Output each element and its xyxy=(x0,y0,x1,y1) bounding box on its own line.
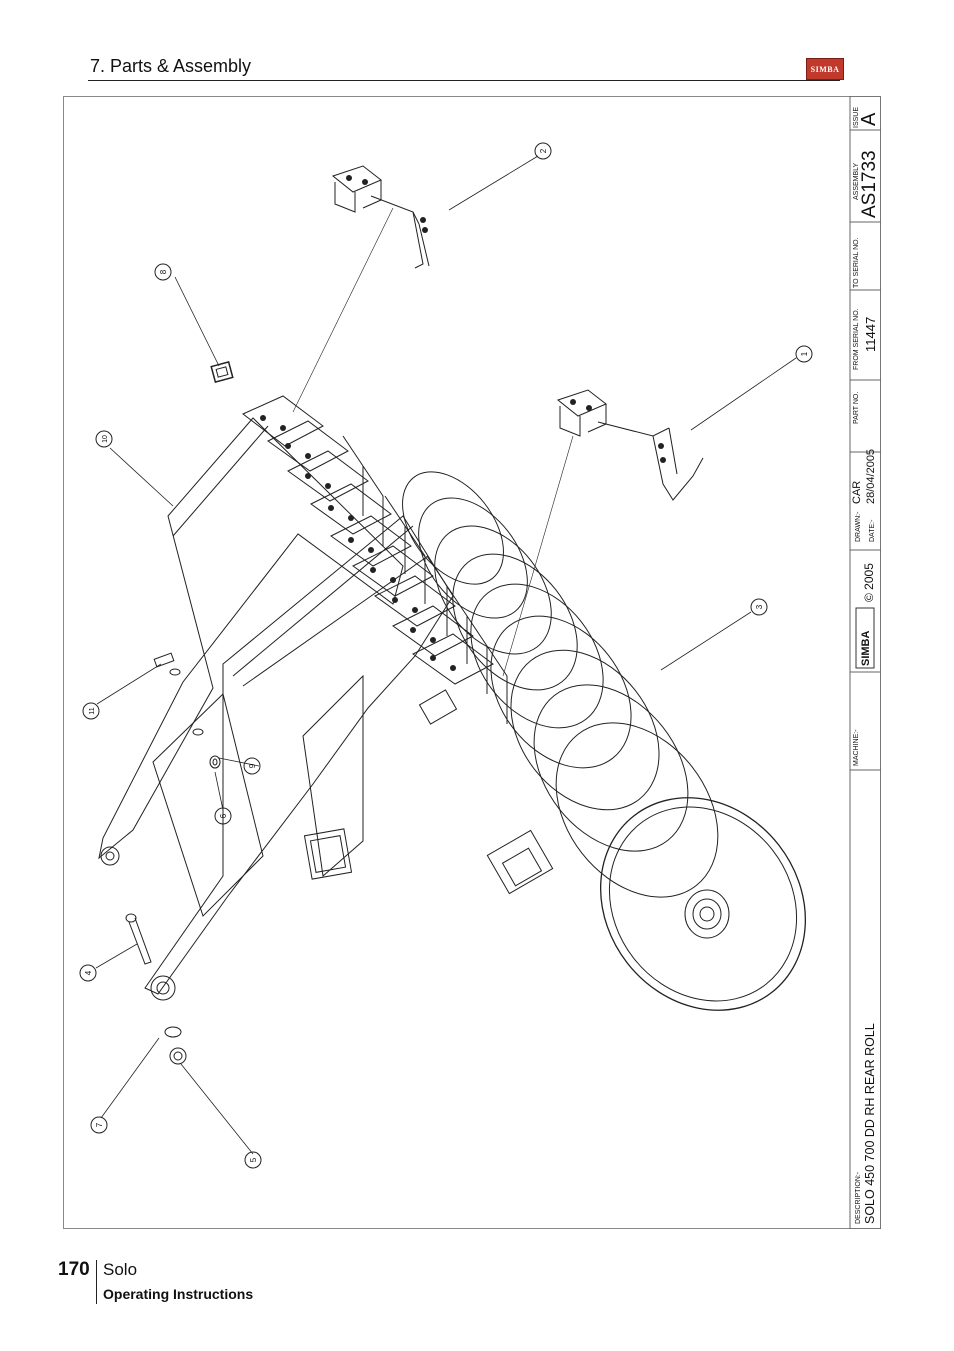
description-label: DESCRIPTION:- xyxy=(855,1171,862,1224)
bolt-part-4 xyxy=(125,913,152,965)
assembly-label: ASSEMBLY xyxy=(853,162,860,200)
svg-text:2: 2 xyxy=(539,148,548,153)
svg-text:6: 6 xyxy=(219,813,228,818)
part-no-label: PART NO. xyxy=(853,392,860,424)
assembly-drawing: ISSUE A ASSEMBLY AS1733 TO SERIAL NO. FR… xyxy=(79,96,881,1229)
footer-product: Solo xyxy=(103,1260,138,1279)
callout-8: 8 xyxy=(154,263,172,281)
washer-nut-parts xyxy=(164,1026,187,1065)
svg-text:7: 7 xyxy=(95,1122,104,1127)
scraper-assembly-2 xyxy=(331,165,430,269)
issue-label: ISSUE xyxy=(853,107,860,128)
callout-9: 9 xyxy=(243,757,261,775)
callout-4: 4 xyxy=(79,964,97,982)
callout-7: 7 xyxy=(90,1116,108,1134)
svg-text:1: 1 xyxy=(800,351,809,356)
svg-text:SIMBA: SIMBA xyxy=(860,631,872,667)
tine-holder-row xyxy=(242,395,508,725)
footer-divider xyxy=(96,1260,97,1304)
description-value: SOLO 450 700 DD RH REAR ROLL xyxy=(863,1023,877,1224)
date-label: DATE:- xyxy=(869,519,876,542)
frame-arms xyxy=(98,417,454,1001)
cap-part-8 xyxy=(210,361,234,383)
callout-11: 11 xyxy=(82,702,100,720)
machine-label: MACHINE:- xyxy=(853,729,860,766)
scraper-assembly-1 xyxy=(556,389,704,501)
assembly-number: AS1733 xyxy=(859,150,880,218)
grease-nipple-parts xyxy=(192,728,221,769)
callout-6: 6 xyxy=(214,807,232,825)
simba-logo: SIMBA xyxy=(806,58,844,80)
svg-text:9: 9 xyxy=(248,763,257,768)
callout-10: 10 xyxy=(95,430,113,448)
callout-3: 3 xyxy=(750,598,768,616)
header-divider xyxy=(88,80,840,81)
svg-text:10: 10 xyxy=(102,435,109,443)
copyright: © 2005 xyxy=(862,563,876,602)
drawn-label: DRAWN:- xyxy=(855,511,862,542)
title-block: ISSUE A ASSEMBLY AS1733 TO SERIAL NO. FR… xyxy=(849,96,881,1229)
page-number: 170 xyxy=(58,1259,90,1280)
callouts: 1 2 3 4 5 6 7 8 9 10 11 xyxy=(79,142,813,1169)
callout-1: 1 xyxy=(795,345,813,363)
to-serial-label: TO SERIAL NO. xyxy=(853,237,860,288)
issue-value: A xyxy=(858,112,880,126)
disc-roller-gang xyxy=(402,471,807,1011)
simba-logo-small: SIMBA xyxy=(855,607,875,669)
svg-text:4: 4 xyxy=(84,970,93,975)
callout-5: 5 xyxy=(244,1151,262,1169)
date-value: 28/04/2005 xyxy=(865,449,877,504)
svg-text:8: 8 xyxy=(159,269,168,274)
pin-part-11 xyxy=(153,652,181,676)
section-title: 7. Parts & Assembly xyxy=(90,56,252,76)
from-serial-label: FROM SERIAL NO. xyxy=(853,308,860,370)
callout-2: 2 xyxy=(534,142,552,160)
from-serial-value: 11447 xyxy=(863,317,878,352)
svg-text:3: 3 xyxy=(755,604,764,609)
drawn-value: CAR xyxy=(851,481,863,504)
leader-lines xyxy=(95,155,797,1155)
svg-text:11: 11 xyxy=(89,707,96,714)
svg-text:5: 5 xyxy=(249,1157,258,1162)
footer-subtitle: Operating Instructions xyxy=(103,1286,254,1302)
